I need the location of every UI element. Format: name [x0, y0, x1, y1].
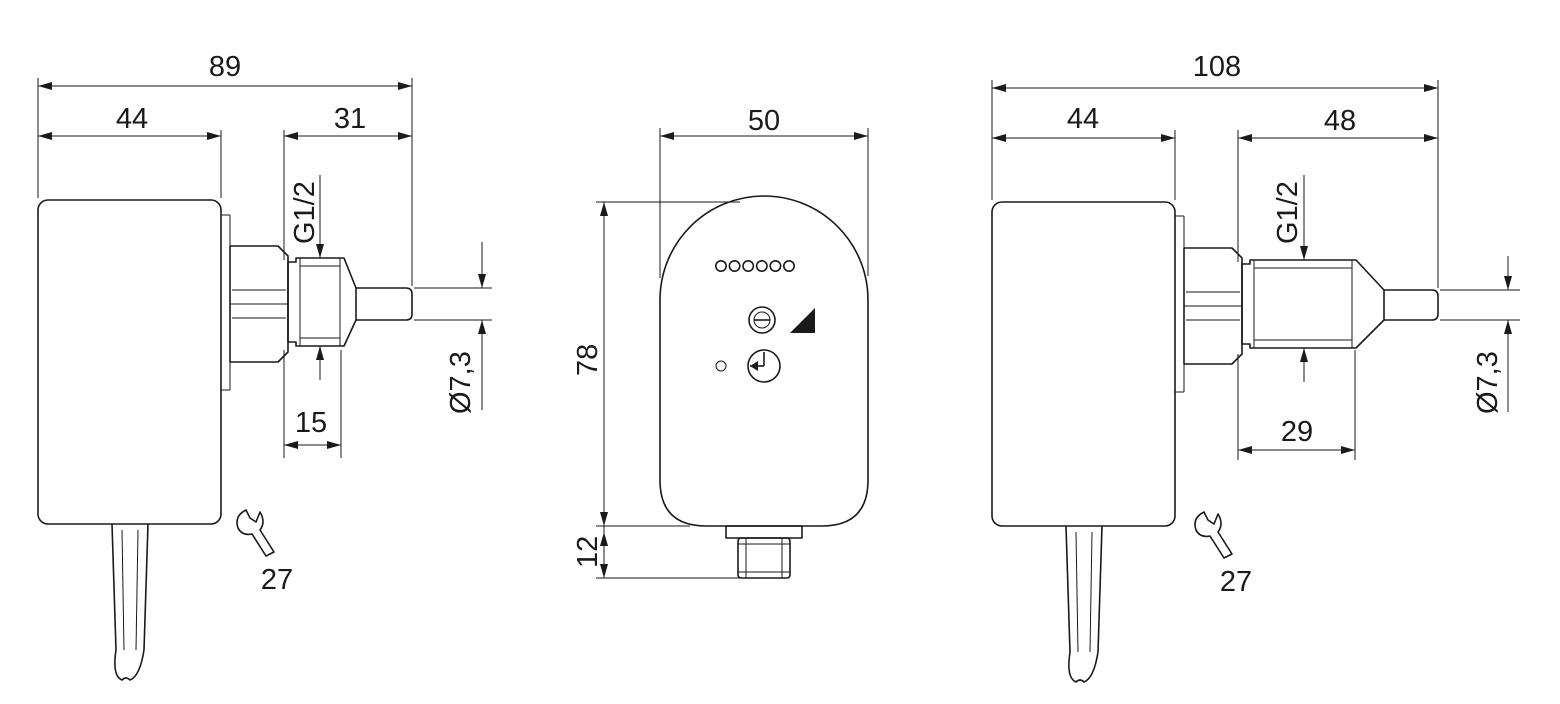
- left-probe-diameter-label: Ø7,3: [445, 351, 477, 414]
- left-housing: [37, 199, 222, 525]
- setpoint-potentiometer-icon[interactable]: [748, 306, 776, 334]
- right-probe-diameter-label: Ø7,3: [1472, 351, 1504, 414]
- right-probe: [1384, 289, 1439, 321]
- left-wrench-size-label: 27: [261, 564, 293, 596]
- flow-direction-icon: [747, 349, 781, 383]
- left-thread-length-label: 15: [295, 407, 327, 439]
- led-indicator: [769, 259, 782, 272]
- right-side-view: 108 44 48 G1/2 29 Ø7,3: [991, 51, 1520, 683]
- left-cable: [111, 523, 149, 651]
- left-probe-length-label: 31: [334, 103, 366, 135]
- left-thread: [287, 257, 357, 347]
- led-indicator: [742, 259, 755, 272]
- left-overall-length-label: 89: [209, 51, 241, 83]
- right-thread-length-label: 29: [1281, 416, 1313, 448]
- right-wrench-icon: [1194, 511, 1233, 559]
- front-housing: [659, 195, 869, 527]
- led-indicator: [714, 259, 727, 272]
- left-wrench-icon: [236, 509, 275, 557]
- front-connector-height-label: 12: [572, 536, 604, 568]
- right-thread: [1241, 259, 1385, 349]
- front-view: 50 78 12: [572, 105, 869, 579]
- right-housing: [991, 201, 1176, 527]
- led-indicator: [782, 259, 795, 272]
- right-probe-length-label: 48: [1324, 105, 1356, 137]
- right-wrench-size-label: 27: [1220, 566, 1252, 598]
- right-overall-length-label: 108: [1193, 51, 1241, 83]
- right-housing-length-label: 44: [1067, 103, 1099, 135]
- left-probe: [356, 287, 413, 321]
- left-hex-nut: [229, 245, 289, 363]
- led-row: [714, 259, 795, 272]
- left-housing-length-label: 44: [116, 103, 148, 135]
- left-thread-size-label: G1/2: [289, 181, 321, 244]
- left-side-view: 89 44 31 G1/2 15 Ø7,3: [37, 51, 492, 681]
- front-connector-flange: [725, 525, 803, 539]
- led-indicator: [728, 259, 741, 272]
- status-led-icon: [715, 360, 727, 372]
- led-indicator: [755, 259, 768, 272]
- right-thread-size-label: G1/2: [1272, 181, 1304, 244]
- right-cable: [1065, 525, 1103, 653]
- ramp-symbol-icon: [790, 308, 815, 333]
- front-connector-body: [737, 537, 791, 579]
- right-hex-nut: [1183, 247, 1243, 365]
- front-width-label: 50: [748, 105, 780, 137]
- front-height-label: 78: [572, 344, 604, 376]
